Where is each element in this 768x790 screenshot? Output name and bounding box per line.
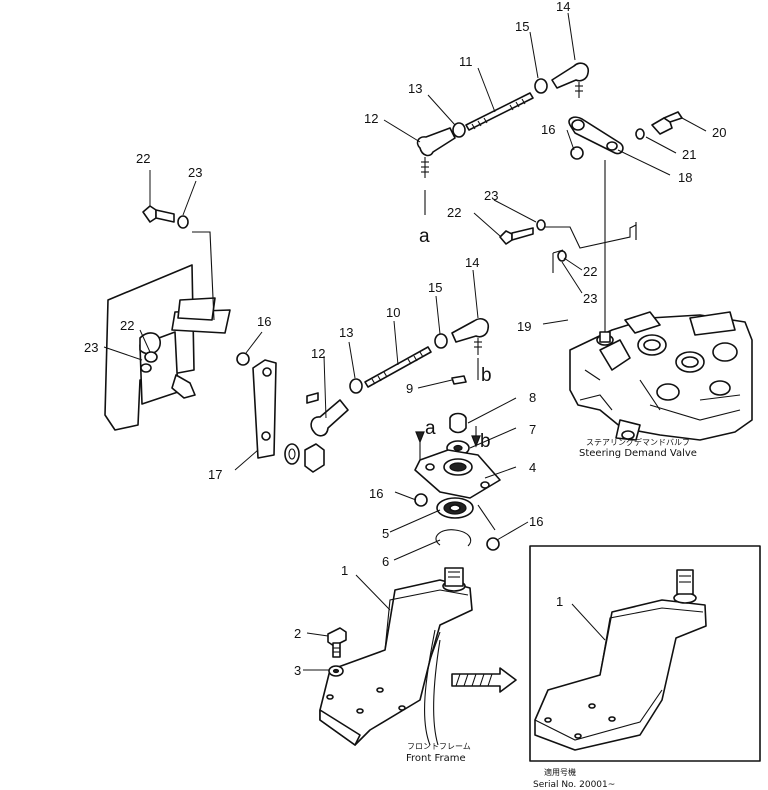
lower-rod-assembly xyxy=(306,318,490,437)
leader-lines xyxy=(103,12,707,671)
part-label: 16 xyxy=(541,122,555,137)
part-label: 5 xyxy=(382,526,389,541)
part-label: 12 xyxy=(311,346,325,361)
part-labels: 1 1 2 3 4 5 6 7 8 9 10 11 12 12 13 13 14… xyxy=(84,0,726,678)
upper-bracket xyxy=(499,219,637,273)
part-label: 22 xyxy=(447,205,461,220)
part-label: 12 xyxy=(364,111,378,126)
part-label: 22 xyxy=(136,151,150,166)
part-label: 14 xyxy=(465,255,479,270)
part-label: 16 xyxy=(257,314,271,329)
part-label: 1 xyxy=(341,563,348,578)
valve-caption-jp: ステアリングデマンドバルブ xyxy=(586,437,690,447)
bolt-and-washer xyxy=(327,627,347,677)
direction-arrow xyxy=(451,667,517,693)
part-label: 4 xyxy=(529,460,536,475)
part-label: 13 xyxy=(408,81,422,96)
steering-demand-valve xyxy=(569,311,753,441)
part-label: 11 xyxy=(459,54,473,69)
part-label: 23 xyxy=(188,165,202,180)
ref-letter-a: a xyxy=(425,418,436,439)
part-label: 16 xyxy=(369,486,383,501)
part-label: 15 xyxy=(428,280,442,295)
part-label: 2 xyxy=(294,626,301,641)
part-label: 14 xyxy=(556,0,570,14)
captions: ステアリングデマンドバルブ Steering Demand Valve フロント… xyxy=(406,437,697,790)
reference-letters: a b a b xyxy=(419,226,492,452)
part-label: 9 xyxy=(406,381,413,396)
serial-caption-jp: 適用号機 xyxy=(544,767,576,777)
part-label: 18 xyxy=(678,170,692,185)
ref-letter-b: b xyxy=(480,431,491,452)
part-label: 13 xyxy=(339,325,353,340)
center-stack xyxy=(414,375,501,551)
part-label: 7 xyxy=(529,422,536,437)
part-label: 23 xyxy=(583,291,597,306)
part-label: 19 xyxy=(517,319,531,334)
part-label: 23 xyxy=(84,340,98,355)
frame-caption-en: Front Frame xyxy=(406,753,466,764)
part-label: 21 xyxy=(682,147,696,162)
ref-letter-a: a xyxy=(419,226,430,247)
part-label: 3 xyxy=(294,663,301,678)
inset-box xyxy=(529,545,761,762)
part-label: 10 xyxy=(386,305,400,320)
frame-caption-jp: フロントフレーム xyxy=(407,742,471,751)
serial-caption-en: Serial No. 20001~ xyxy=(533,780,615,790)
part-label: 6 xyxy=(382,554,389,569)
upper-rod-assembly xyxy=(416,62,590,215)
part-label: 22 xyxy=(583,264,597,279)
part-label: 8 xyxy=(529,390,536,405)
upper-lever-assembly xyxy=(568,111,683,336)
part-label: 17 xyxy=(208,467,222,482)
pedal-bracket xyxy=(104,205,325,473)
part-label: 16 xyxy=(529,514,543,529)
main-bracket xyxy=(319,567,473,746)
valve-caption-en: Steering Demand Valve xyxy=(579,448,697,459)
part-label: 20 xyxy=(712,125,726,140)
part-label: 22 xyxy=(120,318,134,333)
ref-letter-b: b xyxy=(481,365,492,386)
part-label: 1 xyxy=(556,594,563,609)
part-label: 23 xyxy=(484,188,498,203)
part-label: 15 xyxy=(515,19,529,34)
